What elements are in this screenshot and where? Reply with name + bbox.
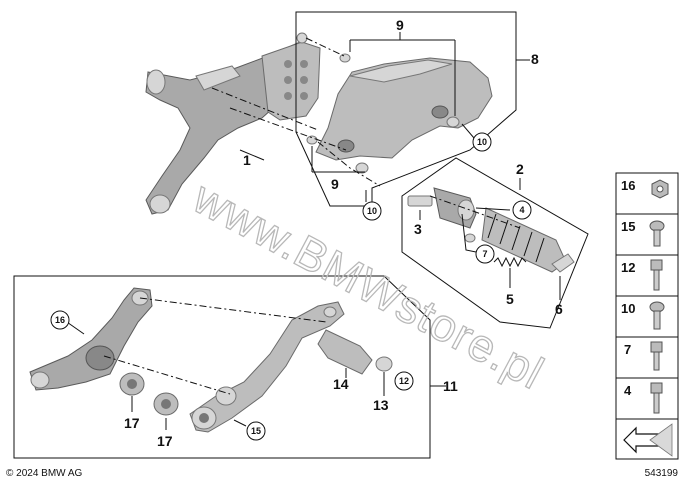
sidebar-cell-4 bbox=[615, 377, 679, 420]
callout-4-circled: 4 bbox=[512, 200, 532, 220]
callout-2: 2 bbox=[516, 161, 524, 177]
callout-9-top: 9 bbox=[396, 17, 404, 33]
svg-text:16: 16 bbox=[55, 315, 65, 325]
sidebar-num-10: 10 bbox=[621, 301, 635, 316]
button-head-screw-icon bbox=[649, 301, 665, 330]
rubber-washer-part bbox=[306, 53, 460, 174]
socket-cap-screw-icon bbox=[650, 341, 663, 371]
svg-text:10: 10 bbox=[367, 206, 377, 216]
socket-cap-screw-icon bbox=[650, 259, 663, 291]
sidebar-num-15: 15 bbox=[621, 219, 635, 234]
fastener-sidebar: 16 15 12 10 7 4 bbox=[615, 172, 679, 460]
rubber-peg-part bbox=[317, 329, 393, 375]
callout-14: 14 bbox=[333, 376, 349, 392]
nut-icon bbox=[651, 179, 669, 199]
callout-17-a: 17 bbox=[124, 415, 140, 431]
callout-3: 3 bbox=[414, 221, 422, 237]
callout-5: 5 bbox=[506, 291, 514, 307]
sidebar-num-4: 4 bbox=[624, 383, 632, 398]
group-box-2 bbox=[401, 157, 589, 329]
sidebar-cell-12 bbox=[615, 254, 679, 297]
callout-15-circled: 15 bbox=[246, 421, 266, 441]
callout-17-b: 17 bbox=[157, 433, 173, 449]
sidebar-num-7: 7 bbox=[624, 342, 631, 357]
footrest-bracket-part bbox=[145, 32, 321, 215]
arrow-icon bbox=[623, 423, 673, 457]
callout-10-circled-bottom: 10 bbox=[362, 201, 382, 221]
svg-text:10: 10 bbox=[477, 137, 487, 147]
callout-6: 6 bbox=[555, 301, 563, 317]
group-box-11 bbox=[13, 275, 431, 459]
callout-9-bottom: 9 bbox=[331, 176, 339, 192]
sidebar-num-12: 12 bbox=[621, 260, 635, 275]
callout-1: 1 bbox=[243, 152, 251, 168]
button-head-screw-icon bbox=[649, 220, 665, 247]
copyright-text: © 2024 BMW AG bbox=[6, 468, 83, 479]
callout-7-circled: 7 bbox=[475, 244, 495, 264]
callout-8: 8 bbox=[531, 51, 539, 67]
callout-16-circled: 16 bbox=[50, 310, 70, 330]
callout-13: 13 bbox=[373, 397, 389, 413]
sidebar-cell-7 bbox=[615, 336, 679, 379]
sidebar-cell-15 bbox=[615, 213, 679, 256]
group-box-8 bbox=[295, 11, 517, 207]
svg-text:12: 12 bbox=[399, 376, 409, 386]
shift-lever-part bbox=[189, 301, 345, 433]
svg-text:4: 4 bbox=[519, 205, 524, 215]
svg-text:7: 7 bbox=[482, 249, 487, 259]
socket-cap-screw-icon bbox=[650, 382, 663, 414]
callout-10-circled-right: 10 bbox=[472, 132, 492, 152]
bushing-part bbox=[119, 372, 179, 416]
sidebar-num-16: 16 bbox=[621, 178, 635, 193]
heel-guard-part bbox=[315, 57, 493, 161]
diagram-number: 543199 bbox=[645, 468, 679, 479]
svg-text:15: 15 bbox=[251, 426, 261, 436]
callout-12-circled: 12 bbox=[394, 371, 414, 391]
callout-11: 11 bbox=[443, 378, 458, 394]
